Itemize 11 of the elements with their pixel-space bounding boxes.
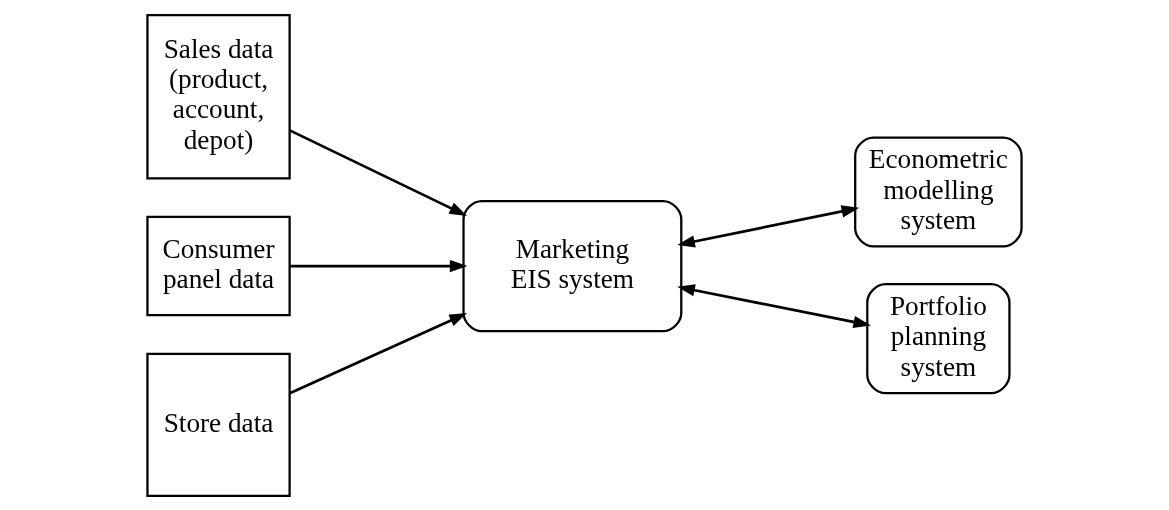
arrow: [289, 128, 467, 216]
node-box: Sales data (product, account, depot): [146, 13, 291, 179]
arrow: [289, 259, 468, 272]
arrow: [289, 312, 468, 395]
arrow: [677, 283, 871, 328]
node-box: Store data: [146, 352, 291, 497]
node-box: Marketing EIS system: [462, 199, 683, 332]
arrow: [677, 204, 860, 247]
node-box: Consumer panel data: [146, 215, 291, 316]
node-box: Portfolio planning system: [866, 282, 1011, 394]
node-box: Econometric modelling system: [854, 135, 1023, 248]
